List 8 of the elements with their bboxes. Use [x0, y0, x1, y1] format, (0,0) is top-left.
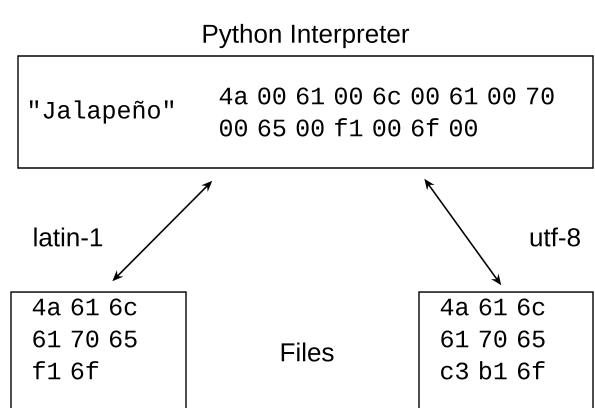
edge-label: utf-8 — [528, 226, 582, 248]
heading: Python Interpreter — [204, 24, 410, 48]
byte-sequence: 4a 00 61 00 6c 00 61 00 70 00 65 00 f1 00 6f 00 — [220, 88, 554, 136]
byte-sequence: 4a 61 6c 61 70 65 f1 6f — [32, 298, 137, 380]
label: Files — [282, 342, 334, 362]
string-literal: "Jalapeño" — [30, 100, 174, 124]
byte-sequence: 4a 61 6c 61 70 65 c3 b1 6f — [440, 298, 545, 380]
edge-label: latin-1 — [32, 226, 104, 248]
